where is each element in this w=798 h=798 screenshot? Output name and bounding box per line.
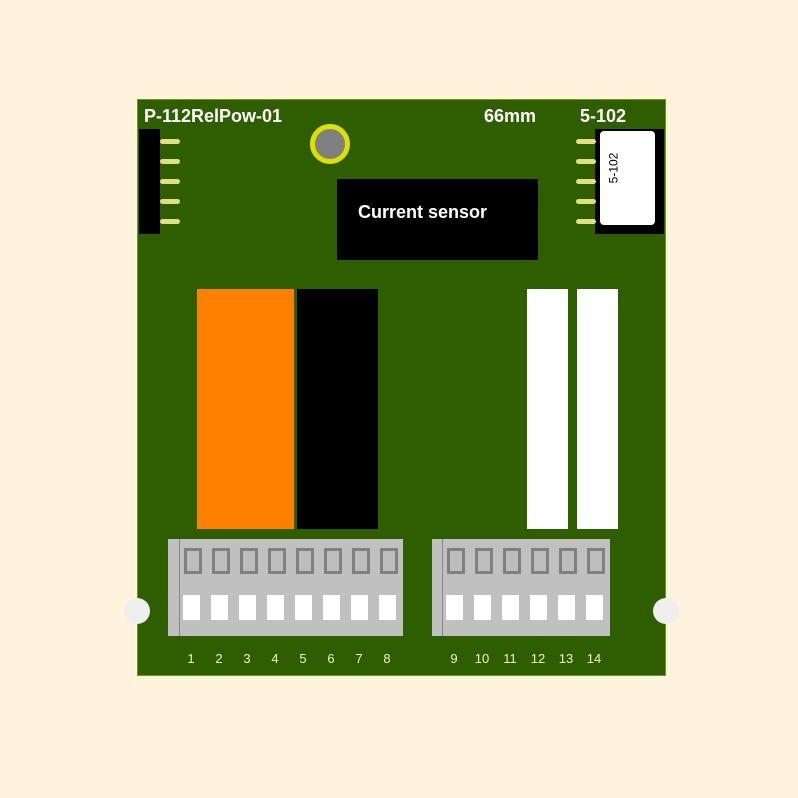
header-pin bbox=[160, 139, 180, 144]
current-sensor: Current sensor bbox=[337, 179, 538, 260]
header-pin bbox=[160, 219, 180, 224]
terminal-screw bbox=[503, 548, 521, 574]
terminal-number: 12 bbox=[530, 651, 546, 666]
terminal-block-2: 9 10 11 12 13 14 bbox=[432, 539, 610, 666]
relay-black bbox=[297, 289, 378, 529]
header-pin bbox=[160, 199, 180, 204]
connector-label: 5-102 bbox=[580, 106, 627, 126]
terminal-screw bbox=[268, 548, 286, 574]
terminal-screw bbox=[559, 548, 577, 574]
terminal-opening bbox=[295, 595, 312, 620]
terminal-screw bbox=[240, 548, 258, 574]
terminal-number: 14 bbox=[586, 651, 602, 666]
white-component bbox=[527, 289, 568, 529]
terminal-opening bbox=[351, 595, 368, 620]
left-header bbox=[139, 129, 160, 234]
board-width-label: 66mm bbox=[484, 106, 537, 126]
header-pin bbox=[160, 159, 180, 164]
white-component bbox=[577, 289, 618, 529]
terminal-screw bbox=[324, 548, 342, 574]
terminal-opening bbox=[323, 595, 340, 620]
connector-pin bbox=[576, 159, 596, 164]
terminal-opening bbox=[586, 595, 603, 620]
terminal-number: 10 bbox=[474, 651, 490, 666]
terminal-screw bbox=[475, 548, 493, 574]
terminal-opening bbox=[267, 595, 284, 620]
relay-orange bbox=[197, 289, 294, 529]
header-pin bbox=[160, 179, 180, 184]
terminal-number: 5 bbox=[299, 651, 307, 666]
terminal-opening bbox=[239, 595, 256, 620]
terminal-screw bbox=[587, 548, 605, 574]
connector-pin bbox=[576, 179, 596, 184]
terminal-screw bbox=[380, 548, 398, 574]
terminal-screw bbox=[296, 548, 314, 574]
terminal-opening bbox=[502, 595, 519, 620]
terminal-number: 7 bbox=[355, 651, 363, 666]
terminal-screw bbox=[447, 548, 465, 574]
terminal-number: 1 bbox=[187, 651, 195, 666]
connector-pin bbox=[576, 219, 596, 224]
board-name: P-112RelPow-01 bbox=[144, 106, 283, 126]
terminal-number: 2 bbox=[215, 651, 223, 666]
terminal-screw bbox=[184, 548, 202, 574]
mounting-hole-left bbox=[124, 598, 150, 624]
terminal-number: 3 bbox=[243, 651, 251, 666]
mounting-hole-right bbox=[653, 598, 679, 624]
terminal-number: 8 bbox=[383, 651, 391, 666]
terminal-block-1: 1 2 3 4 5 6 7 8 bbox=[168, 539, 403, 666]
connector-inner-label: 5-102 bbox=[606, 152, 621, 184]
terminal-opening bbox=[530, 595, 547, 620]
terminal-opening bbox=[558, 595, 575, 620]
terminal-opening bbox=[183, 595, 200, 620]
terminal-number: 9 bbox=[450, 651, 458, 666]
connector-body: 5-102 bbox=[600, 131, 655, 225]
terminal-opening bbox=[211, 595, 228, 620]
current-sensor-label: Current sensor bbox=[358, 202, 488, 222]
terminal-number: 13 bbox=[558, 651, 574, 666]
terminal-opening bbox=[446, 595, 463, 620]
terminal-number: 11 bbox=[503, 651, 517, 666]
mounting-hole-icon bbox=[310, 124, 350, 164]
terminal-number: 6 bbox=[327, 651, 335, 666]
terminal-opening bbox=[474, 595, 491, 620]
terminal-number: 4 bbox=[271, 651, 279, 666]
terminal-screw bbox=[212, 548, 230, 574]
terminal-screw bbox=[531, 548, 549, 574]
connector-pin bbox=[576, 139, 596, 144]
right-connector: 5-102 bbox=[595, 129, 664, 234]
terminal-screw bbox=[352, 548, 370, 574]
terminal-opening bbox=[379, 595, 396, 620]
connector-pin bbox=[576, 199, 596, 204]
